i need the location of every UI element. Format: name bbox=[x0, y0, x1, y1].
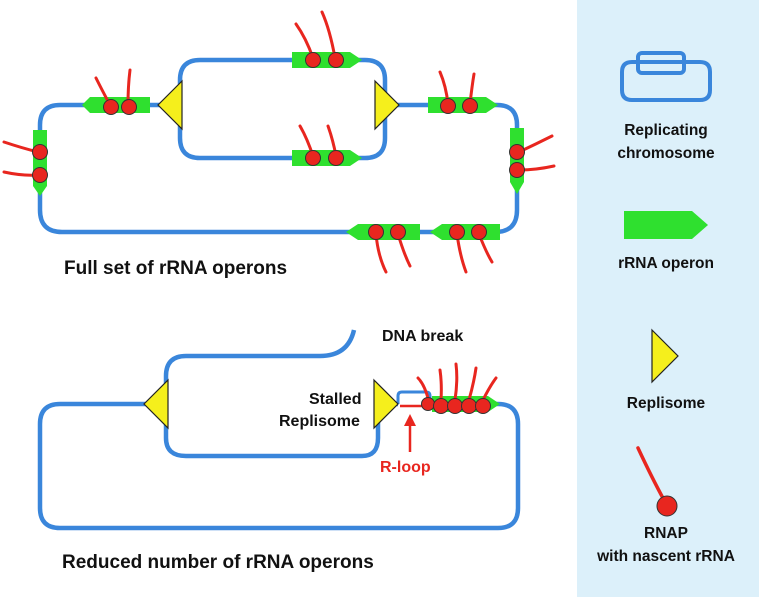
top-caption: Full set of rRNA operons bbox=[64, 258, 287, 279]
top-rnaps bbox=[2, 10, 556, 274]
top-chromosome bbox=[37, 57, 520, 235]
legend-replisome: Replisome bbox=[627, 395, 706, 412]
stalled-replisome-line2: Replisome bbox=[279, 413, 360, 430]
top-operon-left-vertical bbox=[33, 130, 47, 196]
top-operon-bubble-lower bbox=[292, 150, 362, 166]
replicating-chromosome-icon bbox=[620, 51, 712, 102]
top-operon-bubble-upper bbox=[292, 52, 362, 68]
top-replisome-right bbox=[374, 79, 400, 131]
bottom-replisome-left bbox=[143, 378, 169, 430]
stalled-replisome-line1: Stalled bbox=[309, 391, 361, 408]
legend-rrna-operon: rRNA operon bbox=[618, 255, 714, 272]
top-operon-right-vertical bbox=[510, 128, 524, 194]
bottom-chromosome bbox=[37, 329, 521, 531]
legend-rnap-line1: RNAP bbox=[644, 525, 688, 542]
legend-replicating-line2: chromosome bbox=[617, 145, 715, 162]
bottom-caption: Reduced number of rRNA operons bbox=[62, 552, 374, 573]
legend-rnap-line2: with nascent rRNA bbox=[596, 548, 735, 565]
r-loop-label: R-loop bbox=[380, 459, 431, 476]
bottom-rnaps bbox=[416, 362, 498, 414]
replisome-icon bbox=[651, 328, 679, 384]
dna-break-label: DNA break bbox=[382, 328, 463, 345]
top-replisome-left bbox=[157, 79, 183, 131]
legend-replicating-line1: Replicating bbox=[624, 122, 708, 139]
rrna-operon-icon bbox=[624, 211, 708, 239]
rnap-icon bbox=[636, 446, 678, 517]
r-loop-arrow bbox=[404, 414, 416, 452]
bottom-replisome-stalled bbox=[373, 378, 399, 430]
